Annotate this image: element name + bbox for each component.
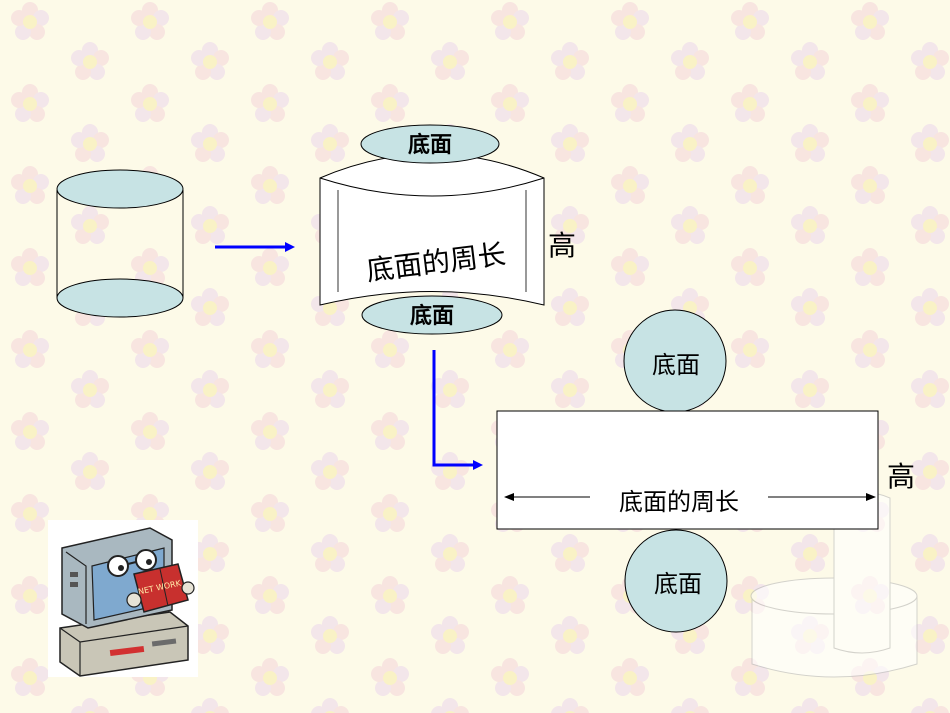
net-bottom-circle xyxy=(624,529,728,633)
net-top-circle-label: 底面 xyxy=(652,351,700,379)
side-height-label: 高 xyxy=(548,229,576,262)
cylinder-bottom-face xyxy=(56,278,184,318)
ghost-cylinder xyxy=(750,491,918,678)
net-bottom-circle-label: 底面 xyxy=(654,570,702,598)
net-width-label: 底面的周长 xyxy=(619,488,739,516)
net-side-rectangle xyxy=(496,410,879,530)
cylinder-solid xyxy=(56,169,184,318)
arrow-down-right xyxy=(432,350,483,470)
cylinder-net: 底面 底面的周长 高 底面 xyxy=(496,309,915,633)
top-base-ellipse xyxy=(360,124,500,164)
bottom-base-label: 底面 xyxy=(410,303,454,329)
net-height-label: 高 xyxy=(887,460,915,493)
opened-cylinder: 底面 底面的周长 底面 高 xyxy=(319,124,576,335)
top-base-label: 底面 xyxy=(408,132,452,158)
bottom-base-ellipse xyxy=(361,295,503,335)
computer-reading-clipart: NET WORK xyxy=(48,520,198,677)
curved-side-sheet xyxy=(319,153,545,306)
cylinder-top-face xyxy=(56,169,184,209)
